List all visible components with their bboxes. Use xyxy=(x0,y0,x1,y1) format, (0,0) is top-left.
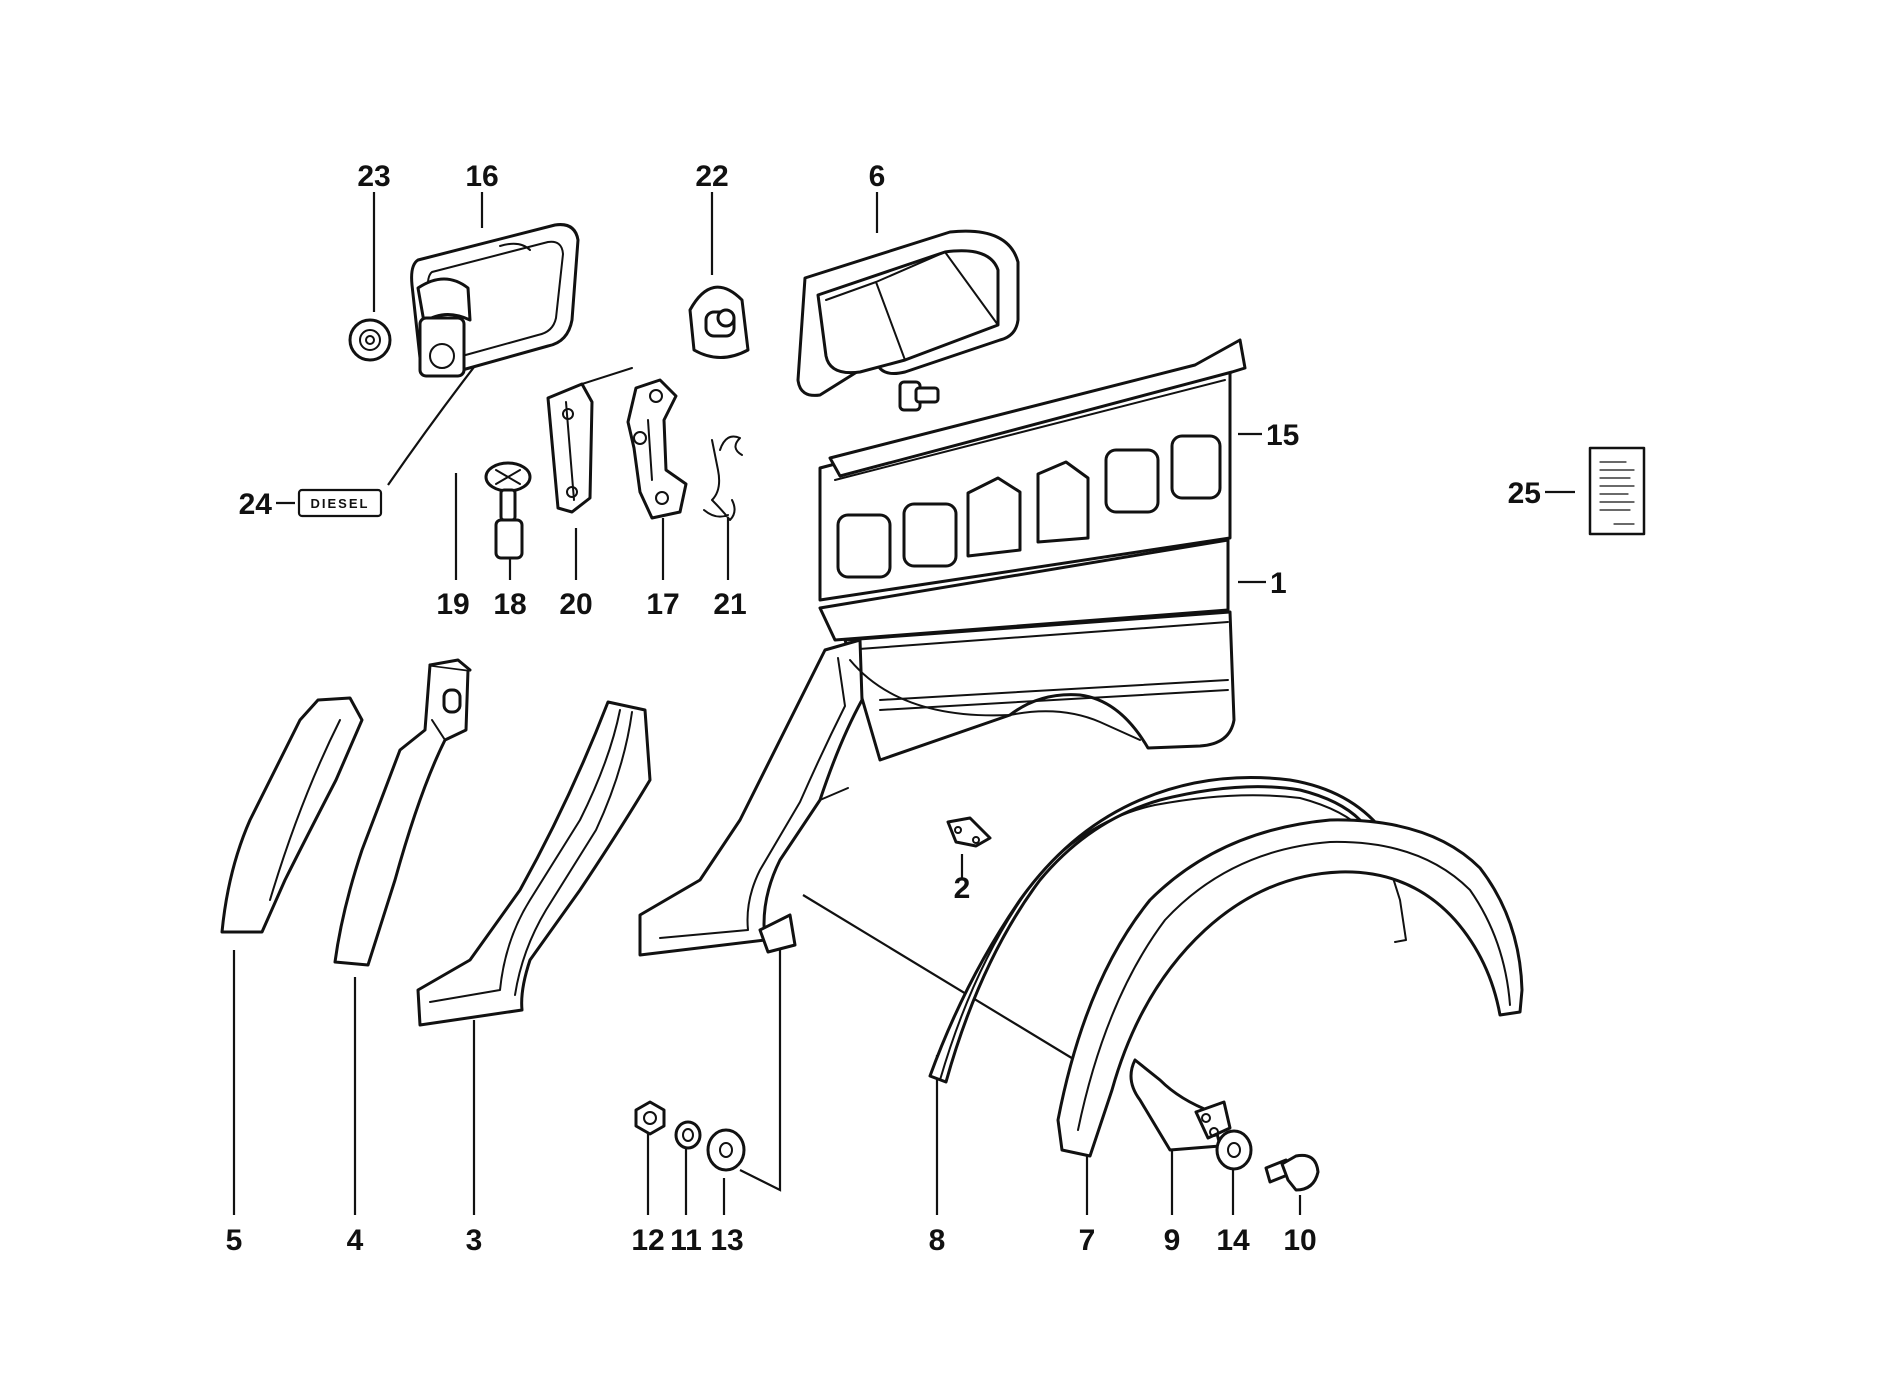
callout-24: 24 xyxy=(239,488,273,521)
part-9-flap-bracket xyxy=(1129,1058,1232,1152)
callout-14: 14 xyxy=(1216,1224,1250,1257)
callout-12: 12 xyxy=(631,1224,664,1257)
part-24-diesel-decal: DIESEL xyxy=(297,488,383,518)
callout-9: 9 xyxy=(1164,1224,1181,1257)
part-12-nut xyxy=(634,1100,666,1136)
callout-17: 17 xyxy=(646,588,679,621)
callout-10: 10 xyxy=(1283,1224,1316,1257)
part-11-lock-washer xyxy=(674,1120,702,1150)
callout-18: 18 xyxy=(493,588,526,621)
decal-text: DIESEL xyxy=(311,496,370,511)
callout-16: 16 xyxy=(465,160,498,193)
callout-8: 8 xyxy=(929,1224,946,1257)
part-5-pillar xyxy=(220,696,364,934)
callout-7: 7 xyxy=(1079,1224,1096,1257)
part-18-bolt xyxy=(494,488,524,560)
callout-5: 5 xyxy=(226,1224,243,1257)
callout-23: 23 xyxy=(357,160,390,193)
part-16-filler-housing xyxy=(410,223,580,378)
callout-1: 1 xyxy=(1270,567,1287,600)
part-2-small-bracket xyxy=(946,816,992,848)
part-7-fender-flare xyxy=(1056,818,1524,1158)
callout-20: 20 xyxy=(559,588,592,621)
callout-13: 13 xyxy=(710,1224,743,1257)
callout-3: 3 xyxy=(466,1224,483,1257)
part-1-side-panel xyxy=(818,538,1236,762)
part-21-spring-clip xyxy=(703,435,743,521)
callout-2: 2 xyxy=(954,872,971,905)
callout-22: 22 xyxy=(695,160,728,193)
part-20-hinge-plate xyxy=(546,367,633,514)
callout-6: 6 xyxy=(869,160,886,193)
part-10-bolt xyxy=(1264,1153,1320,1192)
callout-labels: 23 16 22 6 15 1 25 24 19 18 20 17 21 2 5… xyxy=(226,160,1541,1257)
part-19-washer xyxy=(484,461,532,493)
part-23-nut xyxy=(348,318,392,362)
part-inner-arch xyxy=(638,638,1141,957)
callout-19: 19 xyxy=(436,588,469,621)
callout-15: 15 xyxy=(1266,419,1299,452)
callout-21: 21 xyxy=(713,588,746,621)
callout-11: 11 xyxy=(670,1224,702,1257)
part-14-washer xyxy=(1215,1129,1253,1171)
part-3-pillar-reinforcement xyxy=(416,700,652,1027)
part-25-label-sheet xyxy=(1588,446,1646,536)
callout-4: 4 xyxy=(347,1224,364,1257)
part-4-pillar xyxy=(333,658,472,967)
part-17-hinge-bracket xyxy=(626,378,688,520)
part-6-storage-box xyxy=(796,229,1020,412)
part-22-buffer xyxy=(688,285,750,359)
part-15-upper-panel xyxy=(818,338,1247,602)
callout-25: 25 xyxy=(1508,477,1541,510)
part-13-washer xyxy=(706,1128,746,1172)
